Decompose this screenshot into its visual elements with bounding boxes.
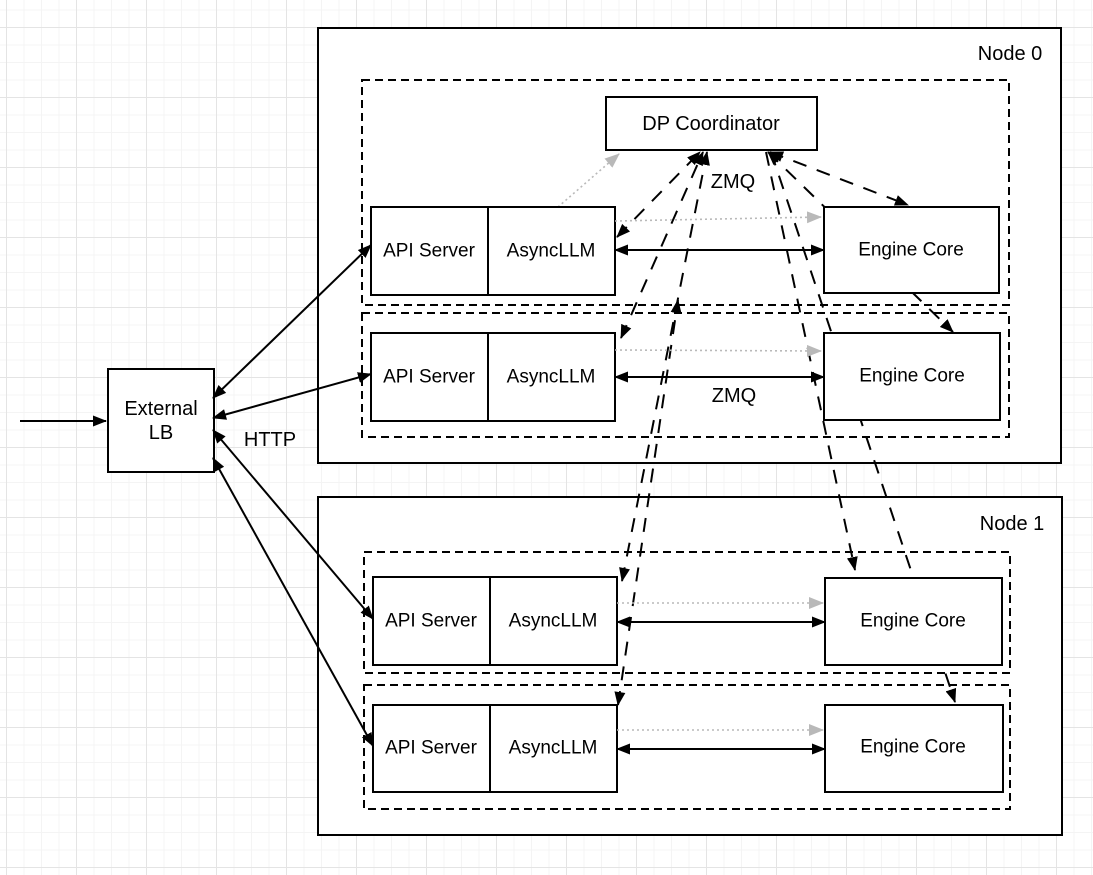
apiserver-asyncllm-box-n1r1 [372,704,618,793]
edge-asyncllm-dp-dotted [557,153,620,208]
external-lb-label-line2: LB [148,422,174,444]
edge-asyncllm-enginecore-dotted-n0r1 [614,344,822,357]
edge-lb-apiserver-n0r1 [212,372,372,420]
node1-label: Node 1 [979,513,1045,535]
apiserver-asyncllm-box-n0r0 [370,206,616,296]
engine-core-label-n0r0: Engine Core [858,239,964,261]
edge-lb-apiserver-n1r1 [212,457,374,747]
api-server-label-n0r0: API Server [383,240,475,262]
engine-core-label-n1r0: Engine Core [860,610,966,632]
zmq-edge-label-top: ZMQ [710,171,756,193]
edge-dp-enginecore-n1r0-dashed [765,151,858,571]
apiserver-asyncllm-box-n0r1 [370,332,616,422]
engine-core-label-n0r1: Engine Core [859,365,965,387]
asyncllm-label-n0r0: AsyncLLM [506,240,596,262]
api-server-label-n0r1: API Server [383,366,475,388]
edge-asyncllm-enginecore-dotted-n0r0 [614,211,822,224]
engine-core-box-n1r0 [824,577,1003,666]
engine-core-box-n0r1 [823,332,1001,421]
dp-coordinator-box [605,96,818,151]
dp-coordinator-label: DP Coordinator [642,113,780,135]
asyncllm-label-n0r1: AsyncLLM [506,366,596,388]
external-lb-label-line1: External [124,398,198,420]
engine-core-box-n0r0 [823,206,1000,294]
engine-core-label-n1r1: Engine Core [860,736,966,758]
zmq-edge-label-row: ZMQ [711,385,757,407]
http-edge-label: HTTP [243,429,297,451]
node0-label: Node 0 [977,43,1043,65]
edge-dp-asyncllm-n1r1-dashed [614,299,682,706]
external-lb-box [107,368,215,473]
api-server-label-n1r1: API Server [385,737,477,759]
asyncllm-label-n1r1: AsyncLLM [508,737,598,759]
api-server-label-n1r0: API Server [385,610,477,632]
asyncllm-label-n1r0: AsyncLLM [508,610,598,632]
external-lb-label: External LB [124,397,197,445]
